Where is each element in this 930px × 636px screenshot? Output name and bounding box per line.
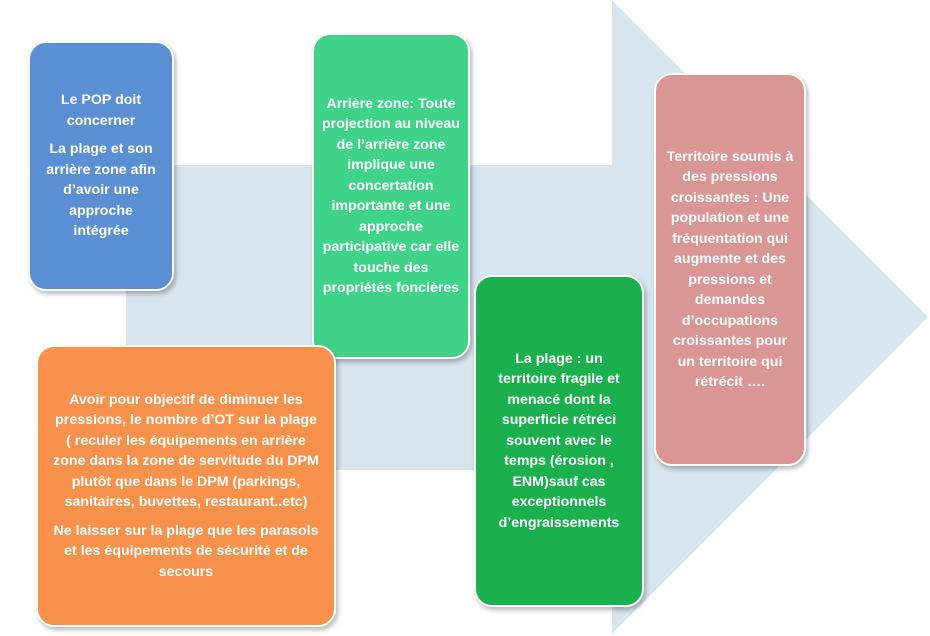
arriere-zone-box: Arrière zone: Toute projection au niveau… <box>312 33 470 359</box>
pop-line-1: Le POP doit concerner <box>60 92 142 129</box>
objectif-para-1: Avoir pour objectif de diminuer les pres… <box>53 391 319 511</box>
territoire-text: Territoire soumis à des pressions croiss… <box>666 148 794 391</box>
objectif-para-2: Ne laisser sur la plage que les parasols… <box>53 522 319 580</box>
objectif-box: Avoir pour objectif de diminuer les pres… <box>36 345 336 627</box>
pop-line-2: La plage et son arrière zone afin d’avoi… <box>46 141 156 240</box>
territoire-box: Territoire soumis à des pressions croiss… <box>654 73 806 466</box>
arriere-zone-text: Arrière zone: Toute projection au niveau… <box>322 95 460 297</box>
plage-text: La plage : un territoire fragile et mena… <box>498 350 620 531</box>
plage-box: La plage : un territoire fragile et mena… <box>474 275 644 607</box>
pop-box: Le POP doit concerner La plage et son ar… <box>28 41 174 291</box>
